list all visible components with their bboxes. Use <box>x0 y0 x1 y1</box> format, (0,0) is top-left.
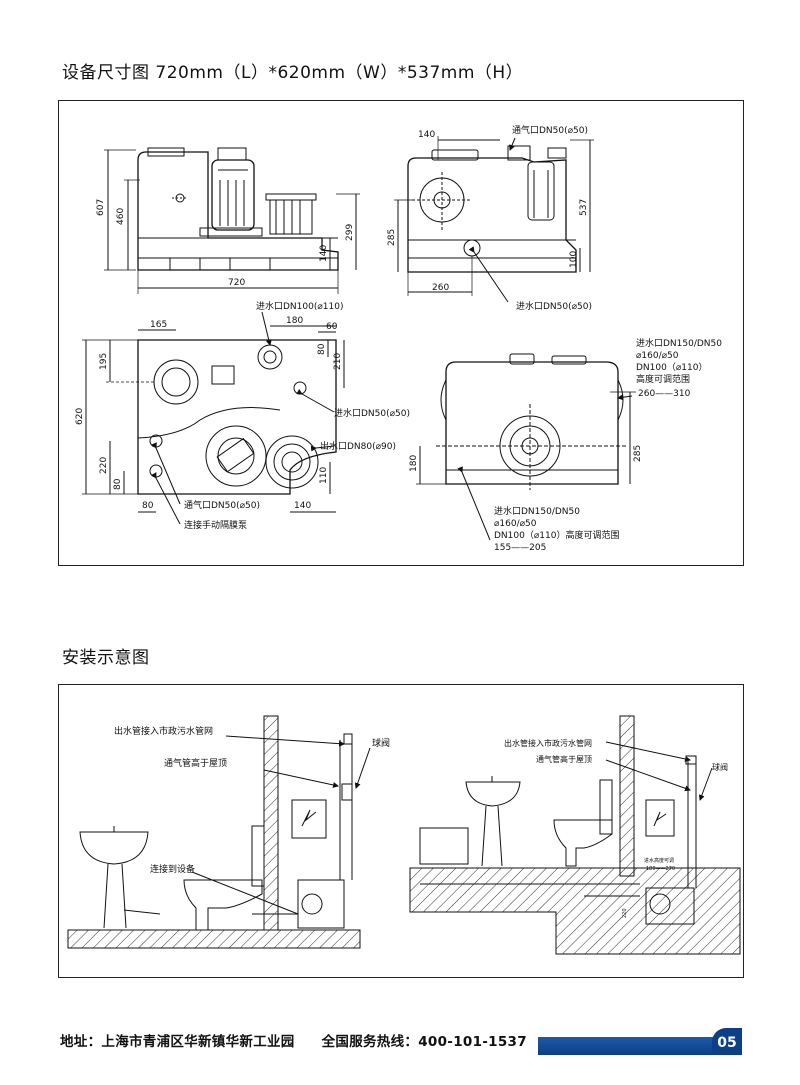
rear-inlet-top-4: 高度可调范围 <box>636 373 690 385</box>
front-view <box>104 147 360 294</box>
top-dim-210: 210 <box>333 353 343 370</box>
rear-dim-285: 285 <box>633 445 643 462</box>
top-outlet: 出水口DN80(⌀90) <box>320 440 396 452</box>
right-vent-label: 通气管高于屋顶 <box>536 754 592 764</box>
rear-inlet-bot-1: 进水口DN150/DN50 <box>494 505 580 517</box>
dimensions-frame <box>58 100 744 566</box>
page-number: 05 <box>712 1028 742 1054</box>
top-pump-label: 连接手动隔膜泵 <box>184 519 247 531</box>
right-drain-label: 出水管接入市政污水管网 <box>504 738 592 748</box>
side-dim-537: 537 <box>579 199 589 216</box>
top-inlet-dn50: 进水口DN50(⌀50) <box>334 407 410 419</box>
left-valve-label: 球阀 <box>372 737 390 749</box>
install-title: 安装示意图 <box>62 648 150 668</box>
right-adjust-2: 180——270 <box>646 866 675 872</box>
top-dim-620: 620 <box>75 408 85 425</box>
front-dim-720: 720 <box>228 278 245 288</box>
top-dim-80c: 80 <box>142 501 154 511</box>
front-dim-299: 299 <box>345 224 355 241</box>
side-vent-label: 通气口DN50(⌀50) <box>512 124 588 136</box>
install-right <box>409 715 741 955</box>
side-dim-285: 285 <box>387 229 397 246</box>
left-drain-label: 出水管接入市政污水管网 <box>114 725 213 737</box>
top-vent-label: 通气口DN50(⌀50) <box>184 499 260 511</box>
rear-inlet-bot-4: 155——205 <box>494 543 546 553</box>
top-dim-140: 140 <box>294 501 311 511</box>
install-frame <box>58 684 744 978</box>
right-valve-label: 球阀 <box>712 762 728 772</box>
top-dim-180: 180 <box>286 316 303 326</box>
top-view <box>82 311 345 525</box>
footer-address: 地址：上海市青浦区华新镇华新工业园 <box>60 1034 295 1050</box>
rear-inlet-top-2: ⌀160/⌀50 <box>636 351 679 361</box>
rear-inlet-top-1: 进水口DN150/DN50 <box>636 337 722 349</box>
top-dim-60: 60 <box>326 322 338 332</box>
side-dim-260: 260 <box>432 283 449 293</box>
front-dim-140: 140 <box>319 245 329 262</box>
rear-inlet-bot-2: ⌀160/⌀50 <box>494 519 537 529</box>
dimensions-title: 设备尺寸图 720mm（L）*620mm（W）*537mm（H） <box>62 63 524 83</box>
front-dim-607: 607 <box>96 199 106 216</box>
left-vent-label: 通气管高于屋顶 <box>164 757 227 769</box>
top-inlet-dn100: 进水口DN100(⌀110) <box>256 300 343 312</box>
top-dim-220: 220 <box>99 457 109 474</box>
rear-inlet-top-5: 260——310 <box>638 389 691 399</box>
side-view <box>394 136 594 303</box>
left-connect-label: 连接到设备 <box>150 863 195 875</box>
rear-inlet-bot-3: DN100（⌀110）高度可调范围 <box>494 529 619 541</box>
rear-inlet-top-3: DN100（⌀110） <box>636 362 707 373</box>
rear-view <box>416 353 636 541</box>
footer: 地址：上海市青浦区华新镇华新工业园 全国服务热线：400-101-1537 <box>60 1030 527 1050</box>
side-dim-140: 140 <box>418 130 435 140</box>
install-left <box>67 715 371 949</box>
footer-hotline: 全国服务热线：400-101-1537 <box>321 1034 527 1050</box>
top-dim-110: 110 <box>319 467 329 484</box>
side-dim-100: 100 <box>569 251 579 268</box>
right-dim-220: 220 <box>622 908 628 918</box>
top-dim-165: 165 <box>150 320 167 330</box>
side-inlet-label: 进水口DN50(⌀50) <box>516 300 592 312</box>
footer-bar <box>538 1037 742 1055</box>
right-adjust-1: 进水高度可调 <box>644 857 674 864</box>
front-dim-460: 460 <box>116 208 126 225</box>
rear-dim-180: 180 <box>409 455 419 472</box>
top-dim-195: 195 <box>99 353 109 370</box>
top-dim-80b: 80 <box>113 478 123 490</box>
top-dim-80a: 80 <box>317 343 327 355</box>
